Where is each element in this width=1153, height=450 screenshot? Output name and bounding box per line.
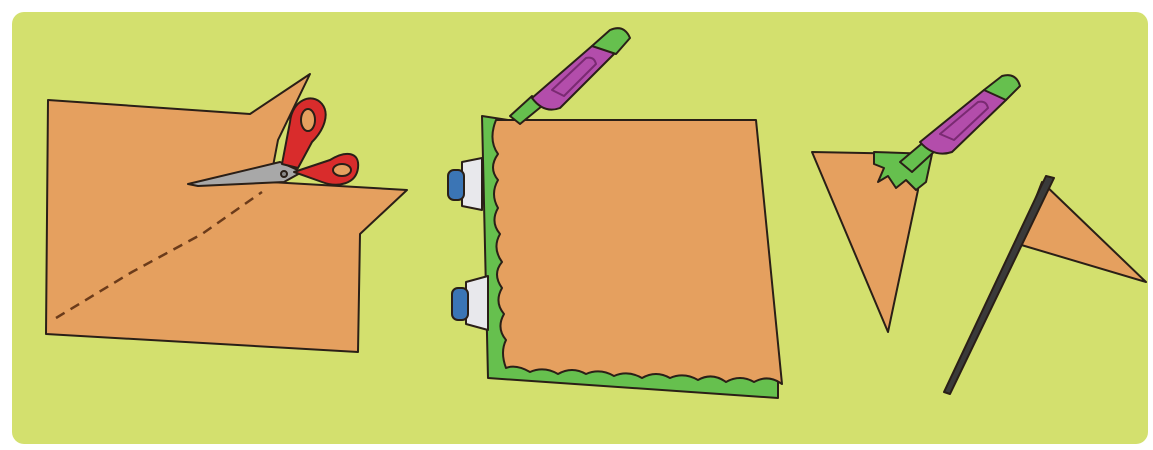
bottle-cap-blue	[448, 170, 464, 200]
paper-sheet-middle	[492, 120, 782, 384]
illustration-canvas	[12, 12, 1148, 444]
craft-illustration	[12, 12, 1148, 444]
scissor-pivot	[281, 171, 287, 177]
bottle-cap-blue	[452, 288, 468, 320]
